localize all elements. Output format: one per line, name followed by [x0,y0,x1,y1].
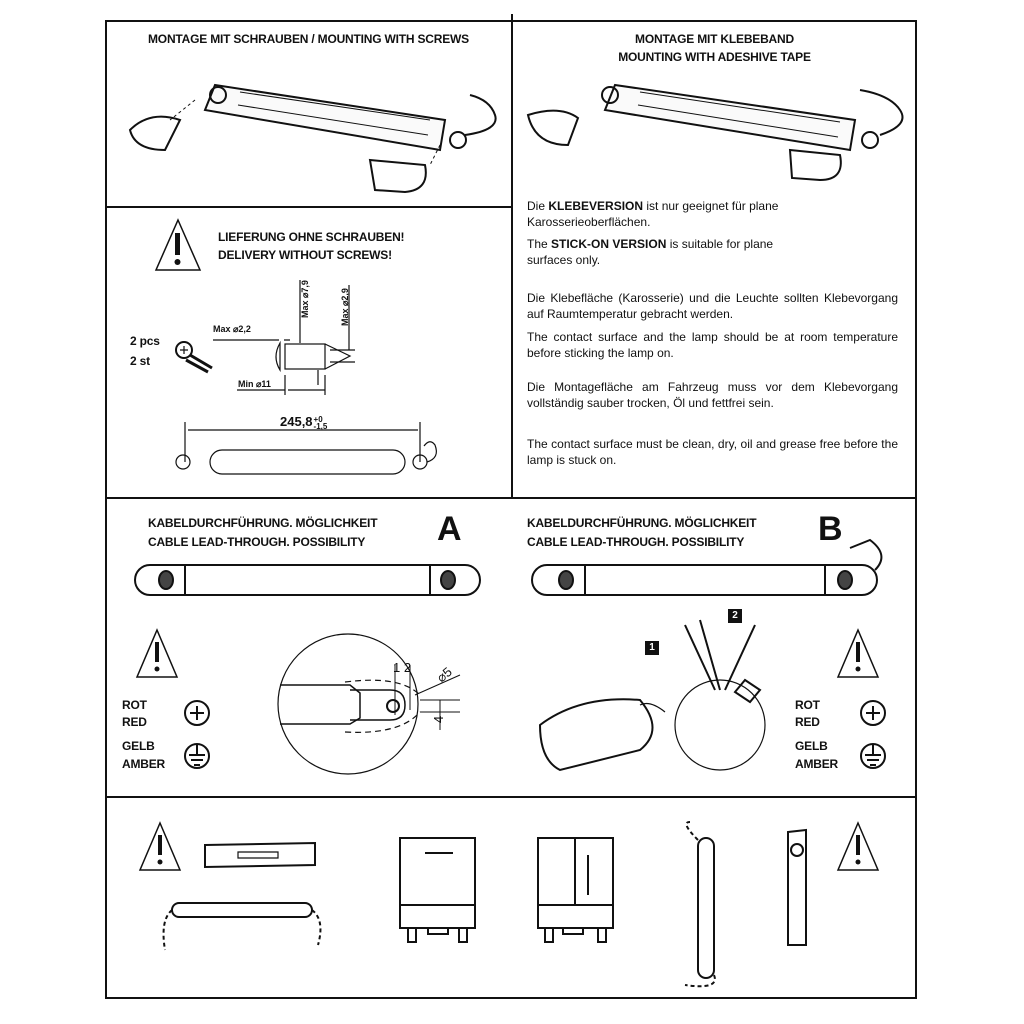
tape-title-en: MOUNTING WITH ADESHIVE TAPE [618,50,811,64]
text: ist nur geeignet für plane Karosserieobe… [527,199,779,229]
text: Die [527,199,549,213]
cable-a-title-de: KABELDURCHFÜHRUNG. MÖGLICHKEIT [148,516,378,530]
mounting-position-illustrations [162,821,807,988]
tolerance-minus: -1,5 [313,421,328,431]
delivery-warning-en: DELIVERY WITHOUT SCREWS! [218,248,392,262]
warning-icons [135,628,886,871]
lamp-screw-mount-illustration [128,83,497,194]
wire-red-right: RED [795,715,820,729]
clean-note-de: Die Montagefläche am Fahrzeug muss vor d… [527,380,898,410]
wire-rot-left: ROT [122,698,147,712]
dim-4: 4 [431,715,447,724]
length-value: 245,8 [280,414,313,429]
screw-dimension-drawing [175,280,437,475]
cable-a-drawings [134,564,481,775]
cable-b-title-en: CABLE LEAD-THROUGH. POSSIBILITY [527,535,745,549]
step-2-badge: 2 [728,609,742,623]
text: is suitable for plane surfaces only. [527,237,774,267]
lamp-tape-mount-illustration [526,83,904,182]
dim-12: 1 2 [393,660,412,675]
wire-red-left: RED [122,715,147,729]
tolerance-plus: +0 [313,414,323,424]
temperature-note-en: The contact surface and the lamp should … [527,330,898,360]
dim-min-11: Min ⌀11 [238,379,271,389]
divider [105,206,512,208]
tape-title-de: MONTAGE MIT KLEBEBAND [635,32,794,46]
stick-on-note: The STICK-ON VERSION is suitable for pla… [527,236,817,268]
temperature-note-de: Die Klebefläche (Karosserie) und die Leu… [527,291,898,321]
cable-a-title-en: CABLE LEAD-THROUGH. POSSIBILITY [148,535,366,549]
clean-note-en: The contact surface must be clean, dry, … [527,437,898,467]
wire-amber-right: AMBER [795,757,838,771]
cable-b-drawings [531,538,883,772]
cable-b-title-de: KABELDURCHFÜHRUNG. MÖGLICHKEIT [527,516,757,530]
screws-title: MONTAGE MIT SCHRAUBEN / MOUNTING WITH SC… [148,32,469,46]
text-bold: KLEBEVERSION [548,199,644,213]
klebeversion-note: Die KLEBEVERSION ist nur geeignet für pl… [527,198,902,230]
text-bold: STICK-ON VERSION [551,237,667,251]
qty-pcs: 2 pcs [130,334,160,348]
delivery-warning-de: LIEFERUNG OHNE SCHRAUBEN! [218,230,405,244]
dim-max-2-9: Max ⌀2,9 [340,288,350,326]
wire-rot-right: ROT [795,698,820,712]
text: The [527,237,552,251]
divider [511,14,513,498]
dim-max-2-2: Max ⌀2,2 [213,324,251,334]
divider [105,796,917,798]
option-b-label: B [818,510,843,548]
warning-icon [154,218,202,271]
wire-amber-left: AMBER [122,757,165,771]
option-a-label: A [437,510,462,548]
wire-gelb-left: GELB [122,739,155,753]
length-dimension: 245,8+0-1,5 [280,414,327,430]
divider [105,497,917,499]
wire-gelb-right: GELB [795,739,828,753]
step-1-badge: 1 [645,641,659,655]
qty-st: 2 st [130,354,150,368]
dim-max-7-9: Max ⌀7,9 [300,280,310,318]
